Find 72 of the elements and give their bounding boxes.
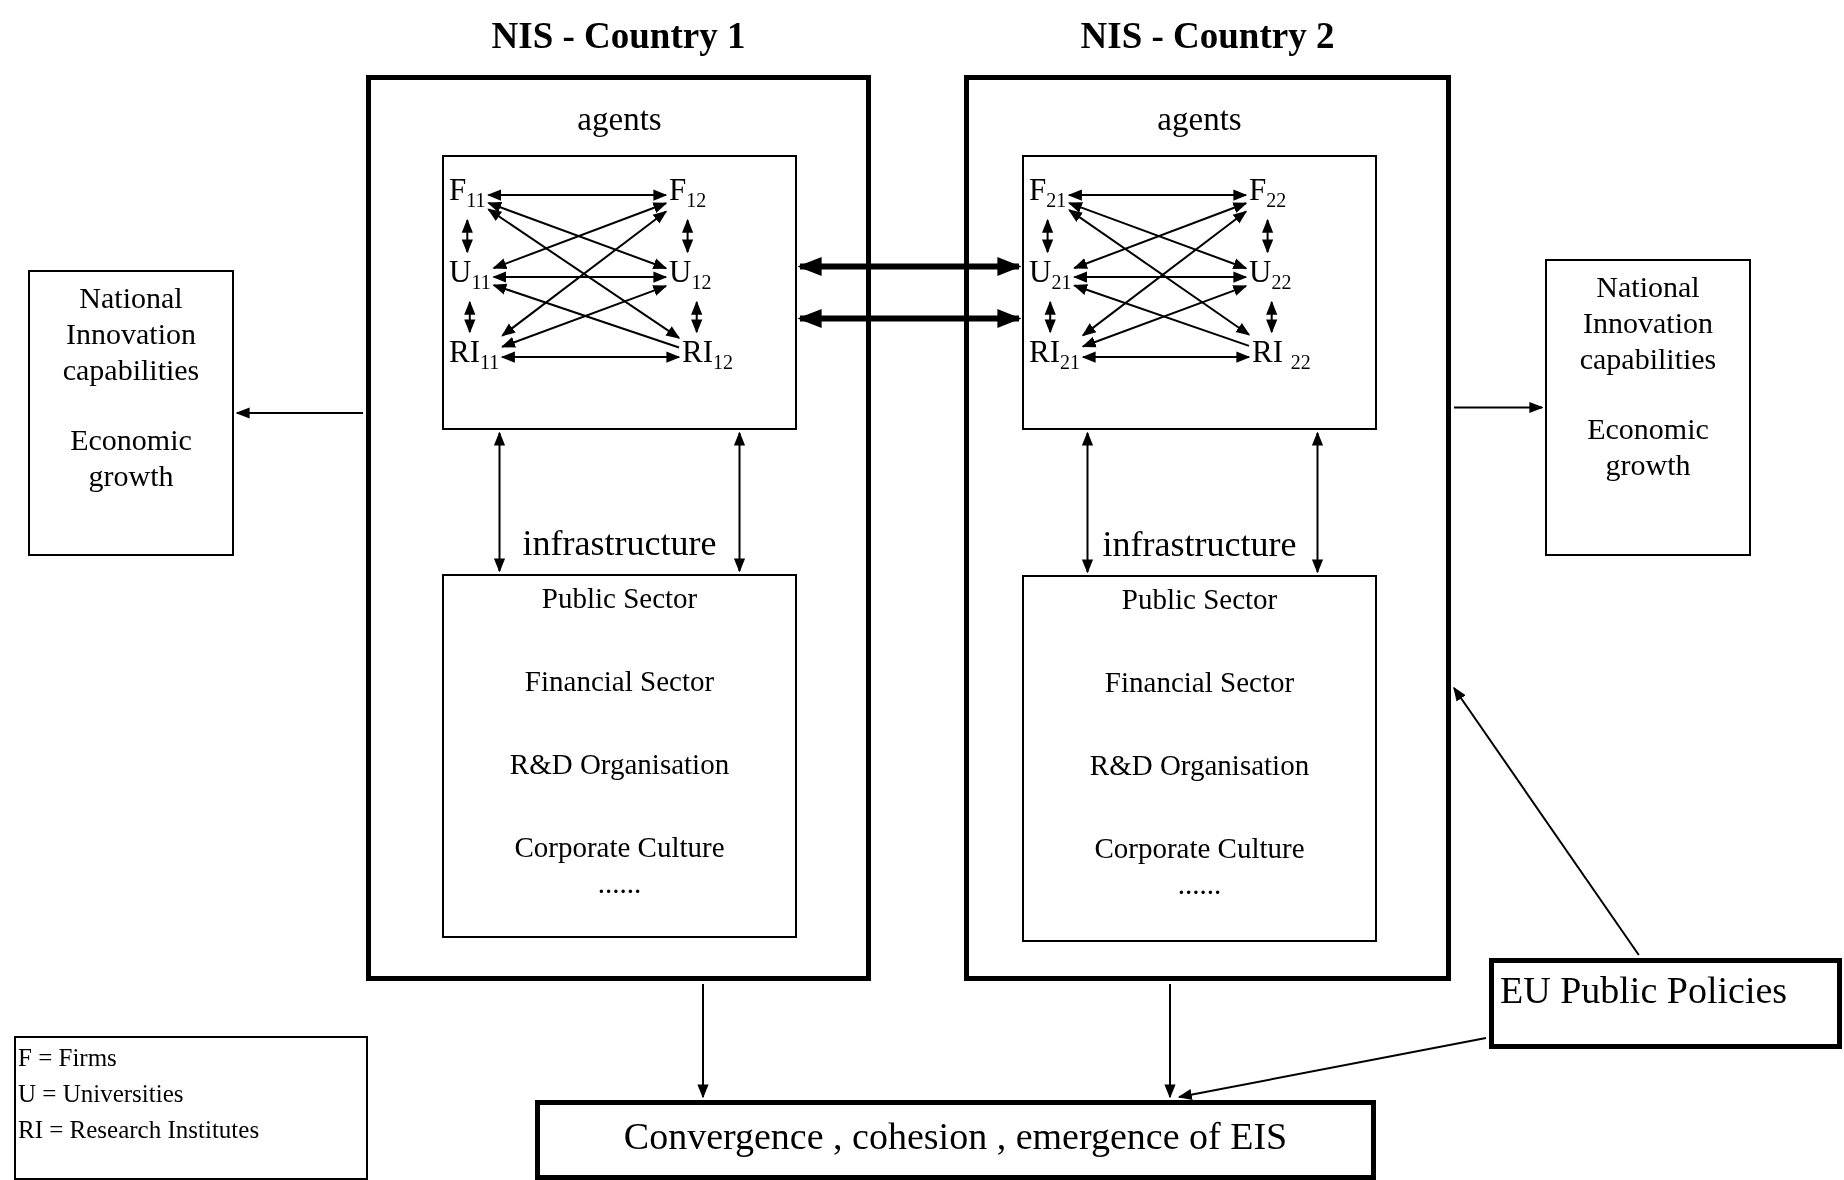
double-arrow (691, 300, 703, 334)
box-text: National Innovation capabilities (1578, 269, 1718, 377)
box-text: EU Public Policies (1500, 968, 1788, 1013)
ellipsis-text: ...... (597, 866, 642, 901)
box-text: Public Sector (541, 581, 698, 616)
box-text: R&D Organisation (1089, 748, 1310, 783)
box-text: Public Sector (1121, 582, 1278, 617)
agent-label: RI$_{21}$ (1029, 335, 1080, 380)
double-arrow (797, 256, 1022, 277)
arrow (492, 283, 680, 349)
arrow (1164, 983, 1176, 1099)
agent-label: F$_{12}$ (669, 173, 707, 218)
double-arrow (487, 208, 681, 339)
box-text: Financial Sector (524, 664, 715, 699)
box-text: National Innovation capabilities (61, 280, 201, 388)
double-arrow (501, 285, 668, 348)
double-arrow (501, 210, 668, 337)
double-arrow (733, 431, 746, 573)
box-text: Financial Sector (1104, 665, 1295, 700)
box-text: R&D Organisation (509, 747, 730, 782)
double-arrow (500, 351, 681, 363)
agent-label: U$_{11}$ (449, 255, 491, 300)
double-arrow (1311, 431, 1324, 574)
agent-label: RI$_{12}$ (682, 335, 733, 380)
agent-label: F$_{11}$ (449, 173, 486, 218)
policy-box (1489, 958, 1842, 1049)
double-arrow (1042, 218, 1054, 254)
agent-label: U$_{22}$ (1249, 255, 1292, 300)
arrow (1177, 1037, 1487, 1101)
double-arrow (464, 300, 476, 334)
double-arrow (1262, 218, 1274, 254)
agent-label: U$_{12}$ (669, 255, 712, 300)
key-box (14, 1036, 368, 1180)
box-text: Corporate Culture (1094, 831, 1305, 866)
arrow (1453, 686, 1640, 956)
box-heading: agents (576, 101, 663, 138)
double-arrow (1081, 431, 1094, 574)
arrow (697, 983, 709, 1099)
box-heading: infrastructure (521, 522, 718, 564)
key-text: RI = Research Institutes (18, 1115, 260, 1145)
box-text: Economic growth (1586, 411, 1710, 483)
arrow (235, 407, 364, 419)
outcome-box (1545, 259, 1751, 556)
agent-label: F$_{21}$ (1029, 173, 1067, 218)
double-arrow (1044, 300, 1056, 334)
box-heading: infrastructure (1101, 523, 1298, 565)
result-box (535, 1100, 1376, 1180)
double-arrow (1067, 189, 1248, 201)
outcome-box (28, 270, 234, 556)
agent-label: U$_{21}$ (1029, 255, 1072, 300)
box-heading: NIS - Country 2 (1079, 14, 1336, 57)
double-arrow (1081, 351, 1251, 363)
box-text: Convergence , cohesion , emergence of EIS (623, 1114, 1288, 1159)
key-text: U = Universities (18, 1079, 184, 1109)
arrow (1453, 401, 1544, 414)
key-text: F = Firms (18, 1043, 117, 1073)
box-text: Corporate Culture (514, 830, 725, 865)
box-text: Economic growth (69, 422, 193, 494)
agent-label: RI$_{11}$ (449, 335, 500, 380)
double-arrow (492, 271, 668, 283)
double-arrow (493, 431, 506, 573)
double-arrow (682, 218, 694, 254)
agent-label: RI $_{22}$ (1252, 335, 1311, 380)
agent-label: F$_{22}$ (1249, 173, 1287, 218)
box-heading: agents (1156, 101, 1243, 138)
box-heading: NIS - Country 1 (490, 14, 747, 57)
double-arrow (797, 308, 1022, 329)
ellipsis-text: ...... (1177, 867, 1222, 902)
double-arrow (487, 189, 668, 201)
double-arrow (1266, 300, 1278, 334)
double-arrow (1073, 271, 1248, 283)
double-arrow (461, 218, 473, 254)
